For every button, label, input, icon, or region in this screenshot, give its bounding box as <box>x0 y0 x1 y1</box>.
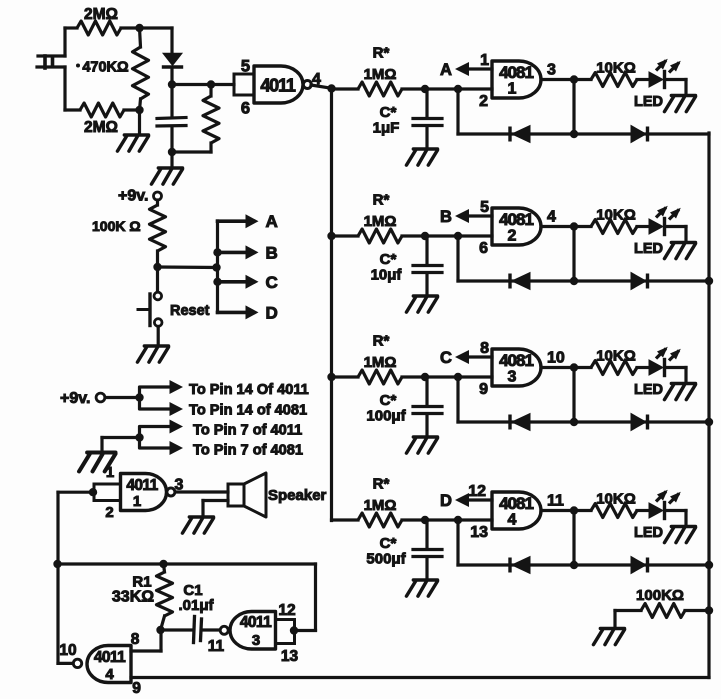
svg-text:3: 3 <box>252 632 260 649</box>
svg-text:6: 6 <box>241 100 250 118</box>
svg-text:A: A <box>440 61 452 79</box>
svg-text:100μf: 100μf <box>366 408 406 425</box>
svg-text:8: 8 <box>131 631 140 648</box>
svg-text:4011: 4011 <box>240 614 272 631</box>
svg-text:1MΩ: 1MΩ <box>364 66 397 83</box>
svg-text:3: 3 <box>175 477 184 494</box>
svg-text:To Pin 14 of 4081: To Pin 14 of 4081 <box>189 403 307 419</box>
svg-text:33KΩ: 33KΩ <box>112 589 154 606</box>
svg-text:2: 2 <box>479 93 488 110</box>
svg-text:2: 2 <box>105 504 113 521</box>
svg-text:6: 6 <box>479 240 488 257</box>
svg-text:.01μf: .01μf <box>178 597 214 614</box>
svg-text:1μF: 1μF <box>373 120 400 137</box>
svg-text:Reset: Reset <box>170 303 210 319</box>
svg-text:1: 1 <box>133 493 141 510</box>
svg-text:12: 12 <box>468 483 486 500</box>
svg-text:1MΩ: 1MΩ <box>364 497 397 514</box>
svg-text:11: 11 <box>208 638 225 655</box>
svg-text:LED: LED <box>634 525 663 541</box>
svg-text:R*: R* <box>373 333 390 350</box>
svg-text:500μf: 500μf <box>366 551 406 568</box>
svg-text:10: 10 <box>547 350 565 367</box>
svg-text:10μf: 10μf <box>371 267 403 284</box>
svg-text:C: C <box>266 273 278 292</box>
svg-text:1MΩ: 1MΩ <box>364 213 397 230</box>
svg-text:B: B <box>440 208 452 226</box>
svg-text:1: 1 <box>508 81 517 98</box>
svg-text:10KΩ: 10KΩ <box>596 491 636 508</box>
svg-text:9: 9 <box>479 381 488 398</box>
svg-text:13: 13 <box>470 524 488 541</box>
svg-text:4011: 4011 <box>260 76 295 96</box>
svg-text:R*: R* <box>373 192 390 209</box>
svg-text:D: D <box>266 303 278 322</box>
svg-text:8: 8 <box>480 340 489 357</box>
svg-text:5: 5 <box>241 58 250 76</box>
svg-text:100KΩ: 100KΩ <box>636 587 684 604</box>
svg-text:C1: C1 <box>183 582 202 599</box>
svg-text:B: B <box>266 243 278 262</box>
svg-text:C*: C* <box>380 535 397 552</box>
svg-text:1MΩ: 1MΩ <box>364 354 397 371</box>
svg-text:To Pin 14 Of 4011: To Pin 14 Of 4011 <box>189 382 309 398</box>
svg-text:R1: R1 <box>132 574 151 591</box>
svg-text:1: 1 <box>480 52 489 69</box>
svg-text:4: 4 <box>312 71 321 88</box>
svg-text:4081: 4081 <box>499 63 533 82</box>
svg-text:2: 2 <box>508 228 517 245</box>
svg-text:C: C <box>440 349 452 367</box>
svg-text:3: 3 <box>508 369 517 386</box>
svg-text:LED: LED <box>634 241 663 257</box>
svg-text:2MΩ: 2MΩ <box>84 119 118 136</box>
svg-text:10KΩ: 10KΩ <box>596 348 636 365</box>
svg-text:LED: LED <box>634 382 663 398</box>
svg-text:4011: 4011 <box>94 649 126 666</box>
svg-text:To Pin 7 of 4011: To Pin 7 of 4011 <box>193 423 302 439</box>
svg-text:4: 4 <box>105 666 114 683</box>
svg-text:D: D <box>440 492 452 510</box>
svg-text:R*: R* <box>373 45 390 62</box>
svg-text:13: 13 <box>281 648 299 665</box>
svg-text:2MΩ: 2MΩ <box>84 6 118 23</box>
svg-text:100K Ω: 100K Ω <box>92 218 141 234</box>
svg-text:10KΩ: 10KΩ <box>596 207 636 224</box>
svg-text:4: 4 <box>547 209 556 226</box>
svg-text:Speaker: Speaker <box>268 487 327 504</box>
svg-text:4081: 4081 <box>499 494 533 513</box>
svg-text:+9v.: +9v. <box>118 188 148 205</box>
svg-text:To Pin 7 of 4081: To Pin 7 of 4081 <box>193 443 303 459</box>
svg-text:470KΩ: 470KΩ <box>82 60 129 76</box>
svg-text:10: 10 <box>59 642 76 659</box>
svg-text:4081: 4081 <box>499 210 533 229</box>
svg-text:4: 4 <box>508 512 517 529</box>
svg-text:3: 3 <box>547 62 556 79</box>
svg-text:C*: C* <box>380 251 397 268</box>
svg-text:10KΩ: 10KΩ <box>596 60 636 77</box>
svg-text:R*: R* <box>373 476 390 493</box>
svg-text:C*: C* <box>380 392 397 409</box>
svg-text:1: 1 <box>106 464 114 481</box>
svg-text:11: 11 <box>547 493 564 510</box>
svg-text:5: 5 <box>480 199 489 216</box>
svg-text:LED: LED <box>634 94 663 110</box>
svg-text:A: A <box>266 212 278 231</box>
svg-text:12: 12 <box>278 602 295 619</box>
svg-text:9: 9 <box>132 680 141 694</box>
svg-text:4011: 4011 <box>126 477 158 494</box>
svg-text:+9v.: +9v. <box>60 390 90 407</box>
svg-text:4081: 4081 <box>499 351 533 370</box>
svg-text:C*: C* <box>380 104 397 121</box>
